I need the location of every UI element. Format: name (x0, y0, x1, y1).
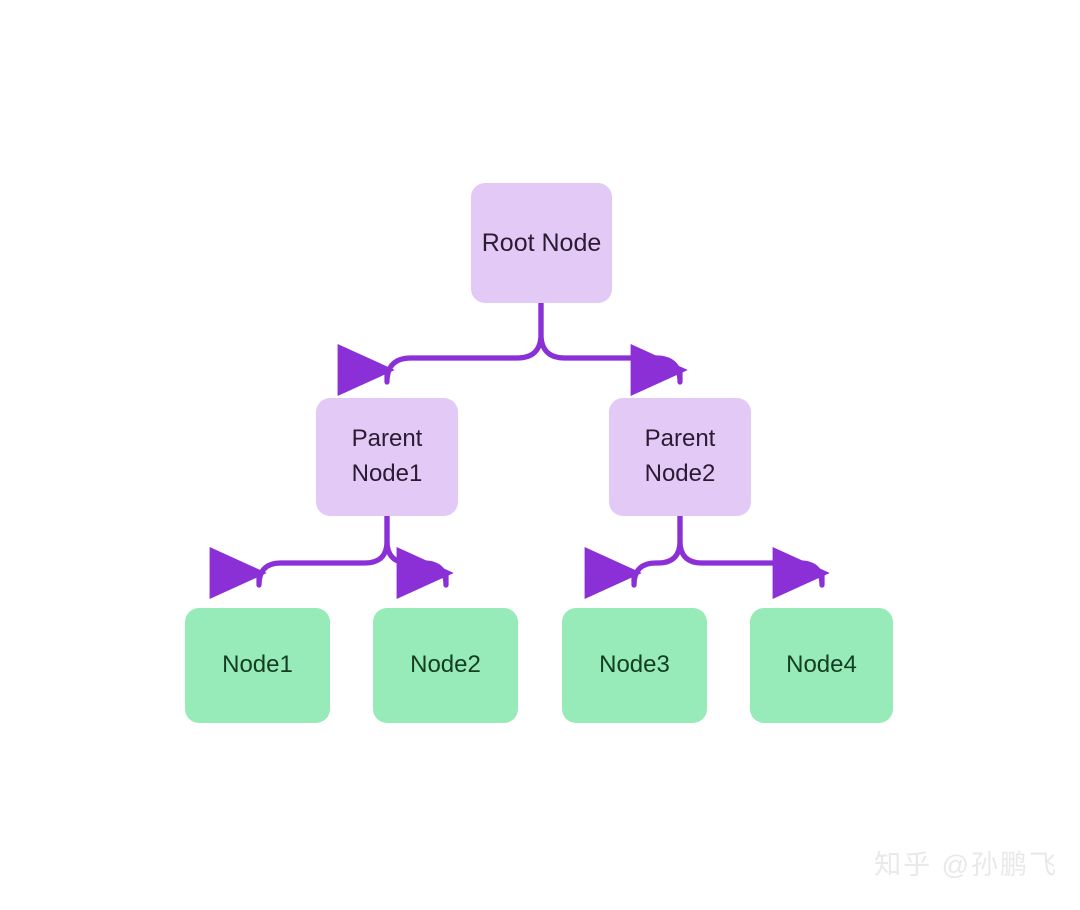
node-leaf-node3[interactable]: Node3 (562, 608, 707, 723)
watermark: 知乎 @孙鹏飞 (874, 850, 1058, 880)
node-leaf-node4[interactable]: Node4 (750, 608, 893, 723)
edge-root-to-parent-1 (337, 300, 544, 396)
edge-parent-1-to-leaf-1 (209, 513, 390, 599)
edge-parent-2-to-leaf-4 (677, 513, 830, 599)
edge-parent-2-to-leaf-3 (584, 513, 683, 599)
node-leaf-node1[interactable]: Node1 (185, 608, 330, 723)
node-parent-node2[interactable]: Parent Node2 (609, 398, 751, 516)
edge-parent-1-to-leaf-2 (384, 513, 454, 599)
node-leaf-node2[interactable]: Node2 (373, 608, 518, 723)
node-root[interactable]: Root Node (471, 183, 612, 303)
edge-root-to-parent-2 (538, 300, 688, 396)
node-parent-node1[interactable]: Parent Node1 (316, 398, 458, 516)
